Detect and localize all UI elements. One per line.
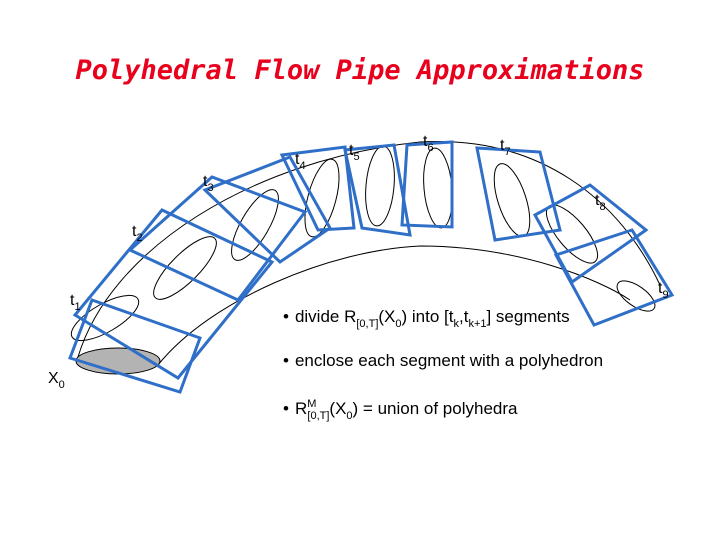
polyhedra (68, 140, 675, 394)
time-label-t1: t1 (70, 292, 81, 313)
cross-section-t1 (70, 294, 140, 342)
polyhedron-10 (553, 228, 675, 327)
cross-section-t4 (304, 158, 340, 238)
time-label-t5: t5 (349, 142, 360, 163)
slide-title: Polyhedral Flow Pipe Approximations (75, 55, 645, 86)
cross-section-t2 (153, 236, 217, 300)
time-label-t8: t8 (595, 192, 606, 213)
bullet-enclose: •enclose each segment with a polyhedron (283, 351, 603, 370)
cross-section-t7 (493, 163, 531, 237)
time-label-t3: t3 (203, 173, 214, 194)
pipe-upper-boundary (77, 140, 661, 358)
time-label-t6: t6 (423, 133, 434, 154)
polyhedron-3 (127, 175, 308, 302)
polyhedron-4 (202, 155, 332, 264)
cross-section-t9 (616, 280, 656, 312)
polyhedron-2 (72, 208, 275, 380)
polyhedron-5 (279, 145, 356, 232)
cross-section-t5 (365, 145, 395, 227)
time-label-t4: t4 (295, 151, 306, 172)
polyhedron-8 (475, 146, 562, 242)
bullet-divide: •divide R[0,T](X0) into [tk,tk+1] segmen… (283, 307, 570, 330)
initial-set-label: X0 (48, 370, 65, 391)
cross-section-t3 (231, 189, 279, 261)
polyhedron-1 (68, 298, 202, 394)
cross-section-t6 (423, 147, 453, 229)
polyhedron-7 (400, 140, 454, 229)
polyhedron-6 (343, 143, 412, 237)
time-label-t7: t7 (500, 137, 511, 158)
time-label-t9: t9 (658, 280, 669, 301)
bullet-union: •RM[0,T](X0) = union of polyhedra (283, 398, 518, 422)
time-label-t2: t2 (132, 223, 143, 244)
